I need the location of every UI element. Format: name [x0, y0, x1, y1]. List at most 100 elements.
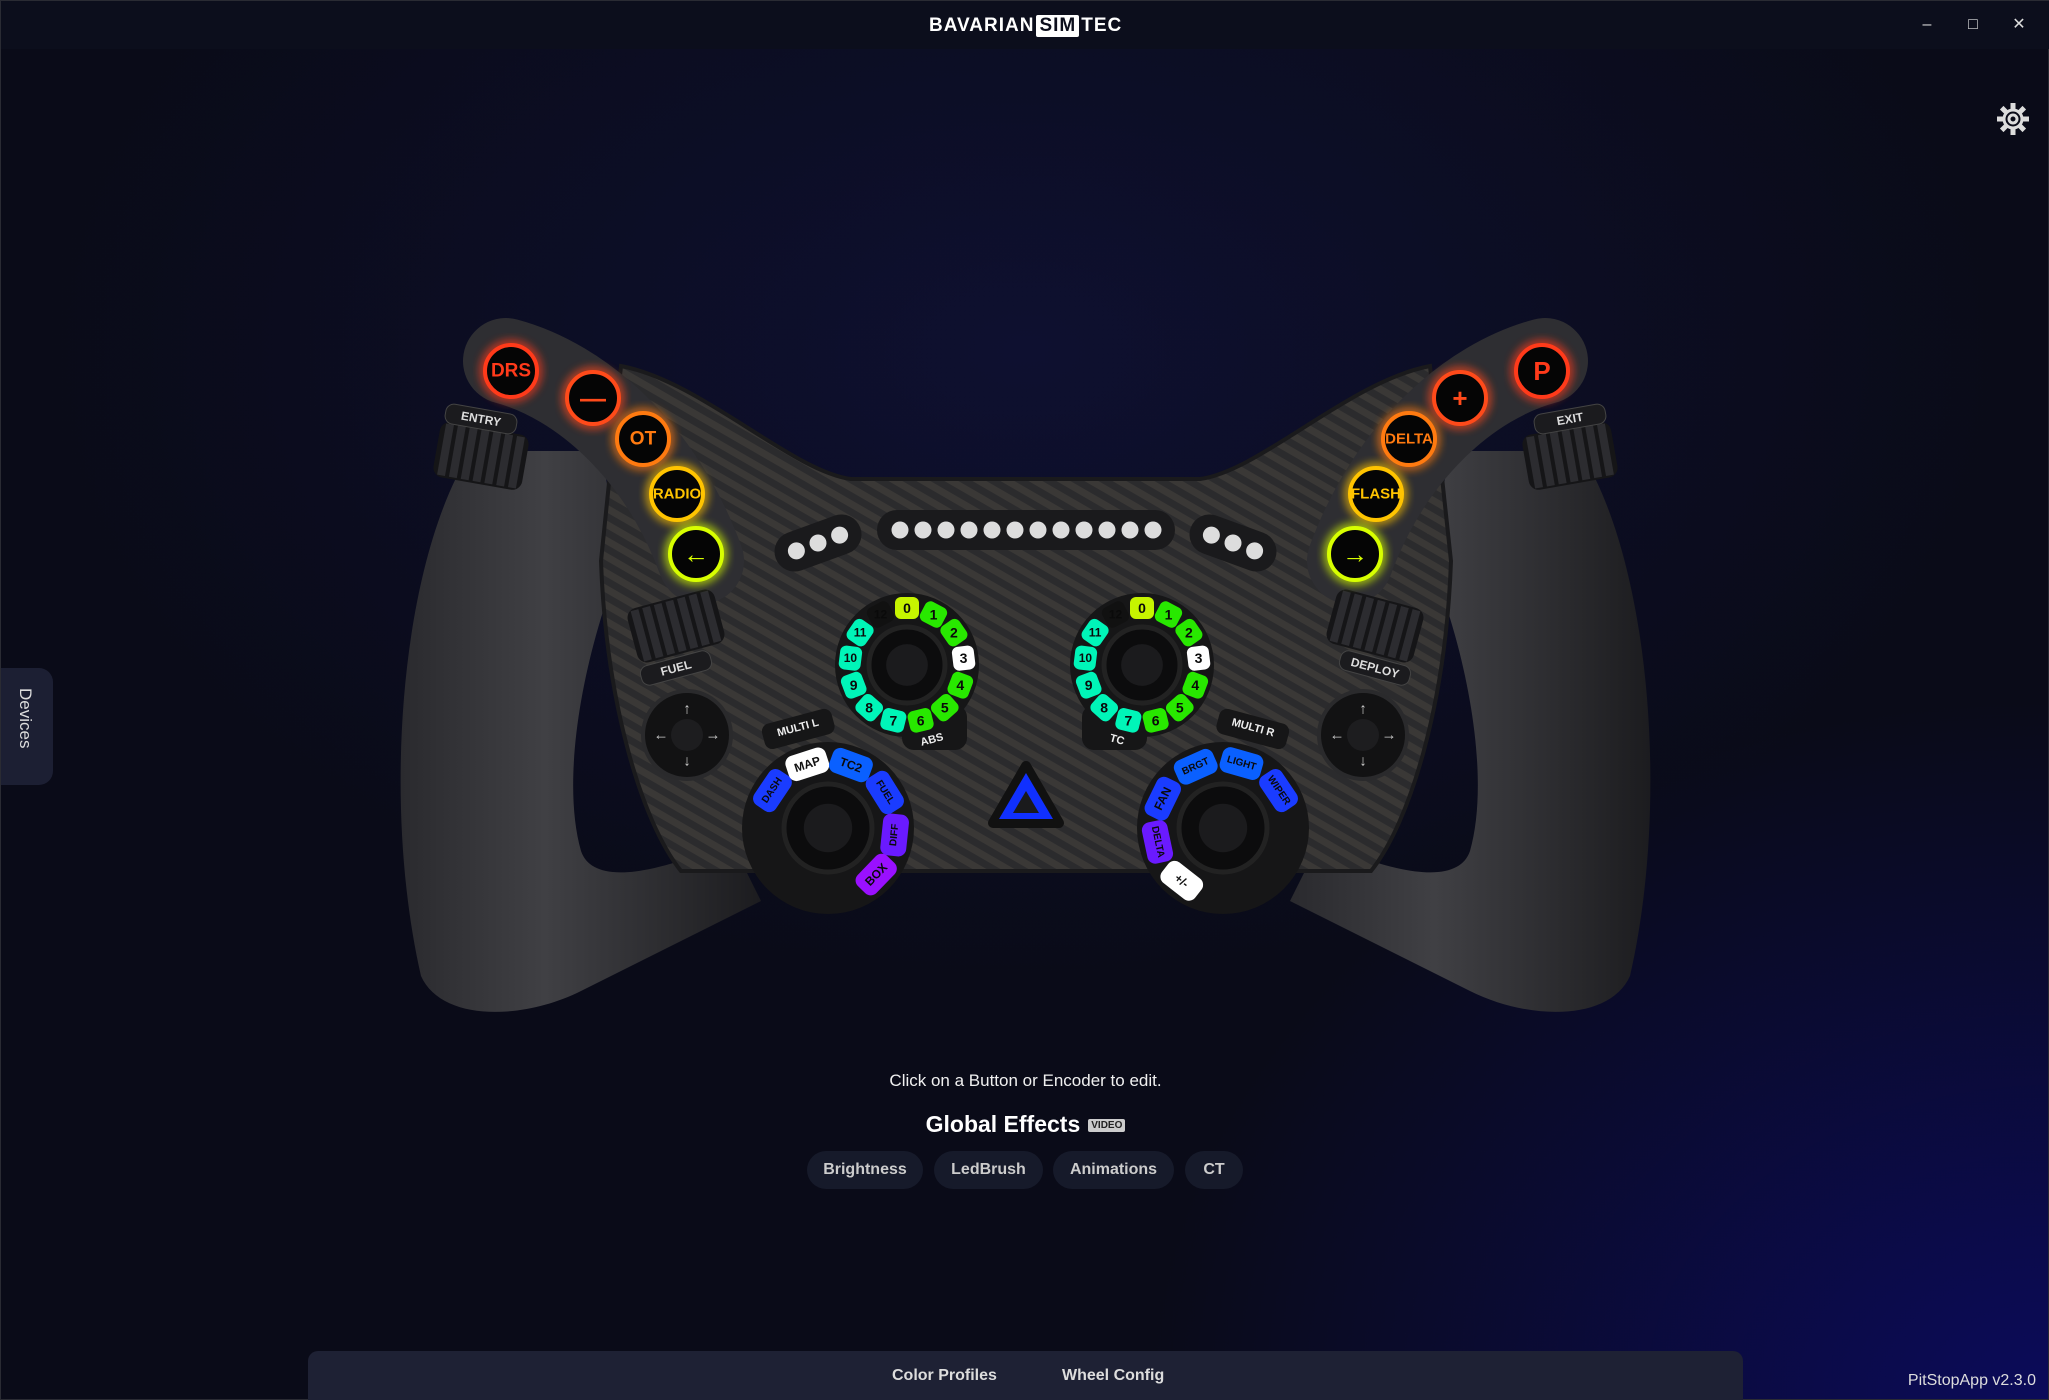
encoder-position[interactable]: 1 [1153, 599, 1184, 630]
position-label: 6 [917, 712, 925, 728]
right-flag-leds [1189, 514, 1277, 572]
rev-led [983, 521, 1001, 539]
position-label: 12 [1109, 608, 1123, 622]
right-button-1[interactable]: P [1510, 339, 1574, 403]
arrow-icon: ↓ [683, 753, 691, 770]
left-button-4[interactable]: RADIO [645, 462, 709, 526]
multi-position[interactable]: FUEL [863, 768, 907, 817]
encoder-position[interactable]: 11 [1079, 616, 1111, 648]
rev-led [1121, 521, 1139, 539]
animations-button[interactable]: Animations [1053, 1151, 1174, 1189]
position-label: 2 [950, 625, 958, 641]
encoder-position[interactable]: 9 [839, 670, 868, 700]
brightness-button[interactable]: Brightness [807, 1151, 923, 1189]
multi-position[interactable]: FAN [1142, 774, 1184, 823]
encoder-position[interactable]: 8 [853, 691, 886, 723]
encoder-position[interactable]: 7 [879, 707, 908, 734]
left-grip [400, 451, 761, 1012]
encoder-position[interactable]: 5 [929, 691, 962, 723]
left-button-5[interactable]: ← [664, 522, 728, 586]
arrow-icon: ↑ [683, 701, 691, 718]
encoder-position[interactable]: 8 [1088, 691, 1121, 723]
encoder-position[interactable]: 7 [1114, 707, 1143, 734]
position-label: 5 [941, 700, 949, 716]
color-profiles-tab[interactable]: Color Profiles [892, 1367, 997, 1384]
encoder-position[interactable]: 3 [951, 645, 976, 671]
ct-button[interactable]: CT [1185, 1151, 1243, 1189]
position-label: 3 [1195, 650, 1203, 666]
left-button-1[interactable]: DRS [479, 339, 543, 403]
rev-led [1075, 521, 1093, 539]
fuel-rotary[interactable]: FUEL [625, 587, 726, 687]
rev-led [960, 521, 978, 539]
minimize-button[interactable]: – [1922, 16, 1932, 33]
button-label: FLASH [1351, 486, 1401, 503]
flag-led [831, 526, 849, 544]
right-funky-switch[interactable]: ↑↓←→ [1317, 689, 1409, 781]
button-label: ← [683, 539, 709, 569]
encoder-position[interactable]: 6 [906, 707, 935, 734]
multi-position[interactable]: BRGT [1171, 746, 1220, 787]
position-label: 8 [865, 700, 873, 716]
left-button-3[interactable]: OT [611, 407, 675, 471]
button-label: — [580, 383, 606, 413]
left-funky-switch[interactable]: ↑↓←→ [641, 689, 733, 781]
encoder-position[interactable]: 3 [1186, 645, 1211, 671]
flag-led [1246, 542, 1264, 560]
encoder-position[interactable]: 4 [1181, 670, 1210, 700]
right-button-4[interactable]: FLASH [1344, 462, 1408, 526]
multi-position[interactable]: DELTA [1140, 819, 1174, 865]
encoder-position[interactable]: 9 [1074, 670, 1103, 700]
position-label: 7 [889, 712, 897, 728]
wheel-config-tab[interactable]: Wheel Config [1062, 1367, 1165, 1384]
devices-tab[interactable]: Devices [1, 668, 53, 785]
entry-rotary[interactable]: ENTRY [432, 403, 530, 491]
gear-icon[interactable] [1995, 101, 2031, 137]
encoder-position[interactable]: 5 [1164, 691, 1197, 723]
right-grip [1290, 451, 1651, 1012]
left-button-2[interactable]: — [561, 366, 625, 430]
encoder-position[interactable]: 10 [838, 645, 863, 671]
multi-position[interactable]: MAP [783, 745, 831, 783]
position-label: 2 [1185, 625, 1193, 641]
arrow-icon: ← [654, 727, 669, 744]
right-button-3[interactable]: DELTA [1377, 407, 1441, 471]
encoder-position[interactable]: 0 [1130, 597, 1154, 619]
multi-position[interactable]: TC2 [827, 746, 875, 785]
multi-position[interactable]: DIFF [880, 813, 910, 857]
encoder-position[interactable]: 4 [946, 670, 975, 700]
encoder-position[interactable]: 11 [844, 616, 876, 648]
encoder-position[interactable]: 0 [895, 597, 919, 619]
flag-led [1224, 534, 1242, 552]
video-badge[interactable]: VIDEO [1088, 1119, 1126, 1133]
encoder-label: ABS [919, 731, 945, 749]
encoder-position[interactable]: 6 [1141, 707, 1170, 734]
exit-rotary[interactable]: EXIT [1521, 403, 1619, 491]
position-label: 4 [1191, 677, 1199, 693]
ledbrush-button[interactable]: LedBrush [934, 1151, 1043, 1189]
encoder-position[interactable]: 12 [865, 599, 896, 630]
encoder-position[interactable]: 2 [1173, 616, 1205, 648]
position-label: 9 [1085, 677, 1093, 693]
global-effects-title: Global Effects [925, 1111, 1081, 1137]
deploy-rotary[interactable]: DEPLOY [1324, 587, 1425, 687]
right-button-5[interactable]: → [1323, 522, 1387, 586]
multi-position[interactable]: +/- [1157, 858, 1206, 904]
encoder-position[interactable]: 10 [1073, 645, 1098, 671]
encoder-position[interactable]: 12 [1100, 599, 1131, 630]
encoder-position[interactable]: 2 [938, 616, 970, 648]
close-button[interactable]: ✕ [2012, 16, 2026, 33]
multi-position[interactable]: DASH [750, 766, 795, 815]
multi-position[interactable]: LIGHT [1218, 745, 1266, 782]
position-label: 10 [844, 651, 858, 665]
flag-led [809, 534, 827, 552]
position-label: 11 [1089, 626, 1102, 640]
encoder-position[interactable]: 1 [918, 599, 949, 630]
right-button-2[interactable]: + [1428, 366, 1492, 430]
maximize-button[interactable]: □ [1968, 16, 1978, 33]
